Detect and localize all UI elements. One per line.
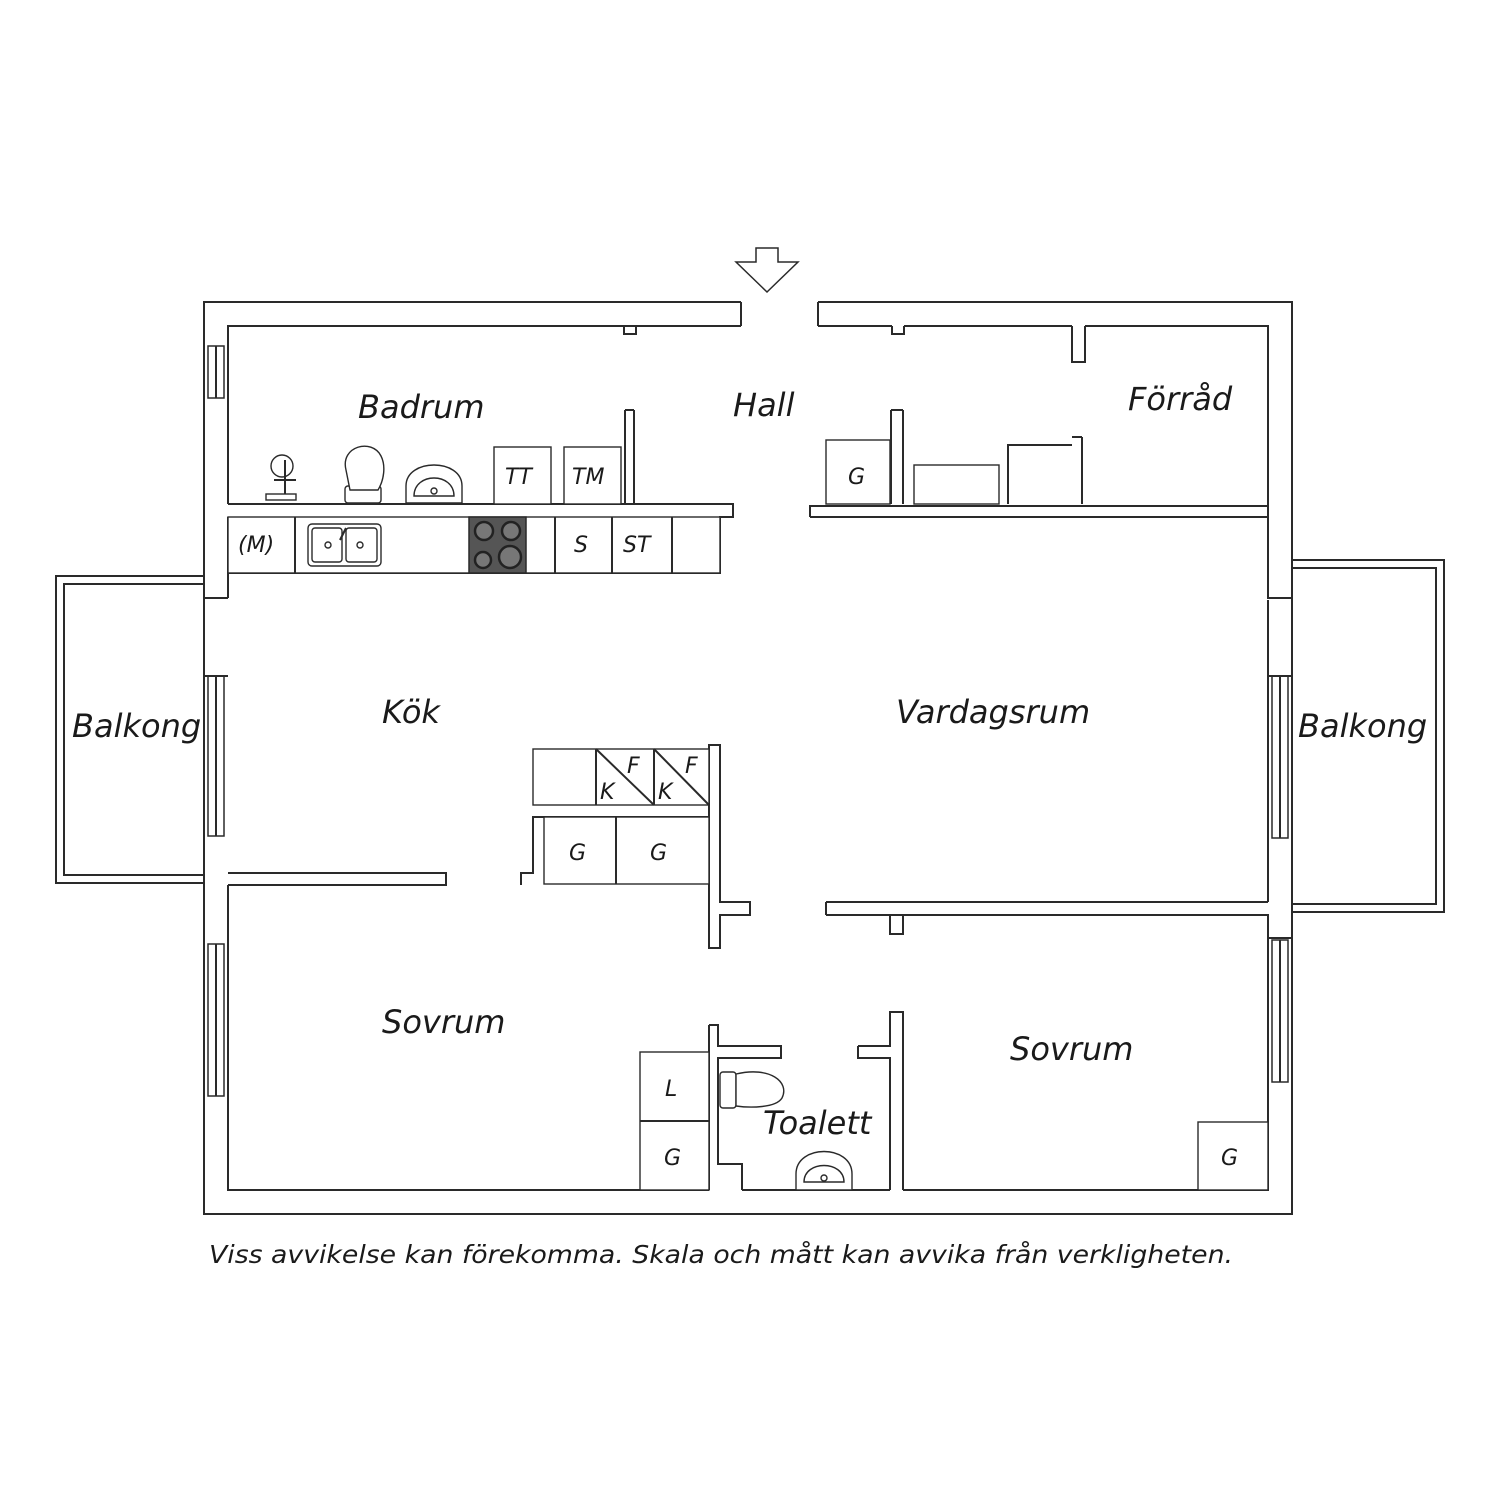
stove-icon bbox=[468, 516, 527, 574]
sink-icon bbox=[307, 523, 382, 567]
fixture-label-g-kok2: G bbox=[650, 841, 667, 866]
room-label-balkong-left: Balkong bbox=[72, 707, 201, 745]
room-label-badrum: Badrum bbox=[358, 388, 484, 426]
wardrobe-hall bbox=[825, 439, 891, 505]
room-label-vardagsrum: Vardagsrum bbox=[896, 693, 1090, 731]
fixture-label-g-sovrum-left: G bbox=[664, 1146, 681, 1171]
fixture-label-k2: K bbox=[658, 780, 674, 805]
entrance-arrow-icon bbox=[734, 247, 800, 294]
fixture-label-k1: K bbox=[600, 780, 616, 805]
toilet-room-fixtures bbox=[719, 1071, 853, 1191]
kitchen-counter bbox=[227, 516, 721, 574]
kitchen-cabinets bbox=[532, 748, 710, 885]
washing-machine-box bbox=[563, 446, 622, 505]
tumble-dryer-box bbox=[493, 446, 552, 505]
disclaimer-text: Viss avvikelse kan förekomma. Skala och … bbox=[209, 1240, 1233, 1269]
room-label-sovrum-left: Sovrum bbox=[382, 1003, 505, 1041]
washbasin-icon bbox=[405, 464, 463, 504]
hall-storage-fixtures bbox=[825, 439, 1072, 505]
fixture-label-f1: F bbox=[627, 754, 640, 779]
toilet-icon-2 bbox=[719, 1071, 785, 1109]
fixture-label-l: L bbox=[665, 1077, 677, 1102]
fixture-label-g-sovrum-right: G bbox=[1221, 1146, 1238, 1171]
room-label-sovrum-right: Sovrum bbox=[1010, 1030, 1133, 1068]
fixture-label-st: ST bbox=[623, 533, 652, 558]
room-label-kok: Kök bbox=[382, 693, 441, 731]
room-label-hall: Hall bbox=[733, 386, 795, 424]
bedroom-right-wardrobe bbox=[1197, 1121, 1269, 1191]
shower-icon bbox=[265, 454, 297, 501]
fixture-label-tm: TM bbox=[572, 465, 604, 490]
room-label-balkong-right: Balkong bbox=[1298, 707, 1427, 745]
balconies bbox=[55, 559, 1445, 913]
fixture-label-m: (M) bbox=[238, 533, 274, 558]
bedroom-left-wardrobes bbox=[639, 1051, 710, 1191]
fixture-label-s: S bbox=[574, 533, 588, 558]
washbasin-icon-2 bbox=[795, 1150, 853, 1191]
room-label-toalett: Toalett bbox=[763, 1104, 873, 1142]
fixture-label-f2: F bbox=[685, 754, 698, 779]
fixture-label-g-kok1: G bbox=[569, 841, 586, 866]
fixture-label-tt: TT bbox=[505, 465, 533, 490]
fixture-label-g-hall: G bbox=[848, 465, 865, 490]
toilet-icon bbox=[344, 445, 385, 504]
room-label-forrad: Förråd bbox=[1128, 380, 1233, 418]
shelf-forrad bbox=[913, 464, 1000, 505]
bathroom-fixtures bbox=[265, 445, 622, 505]
